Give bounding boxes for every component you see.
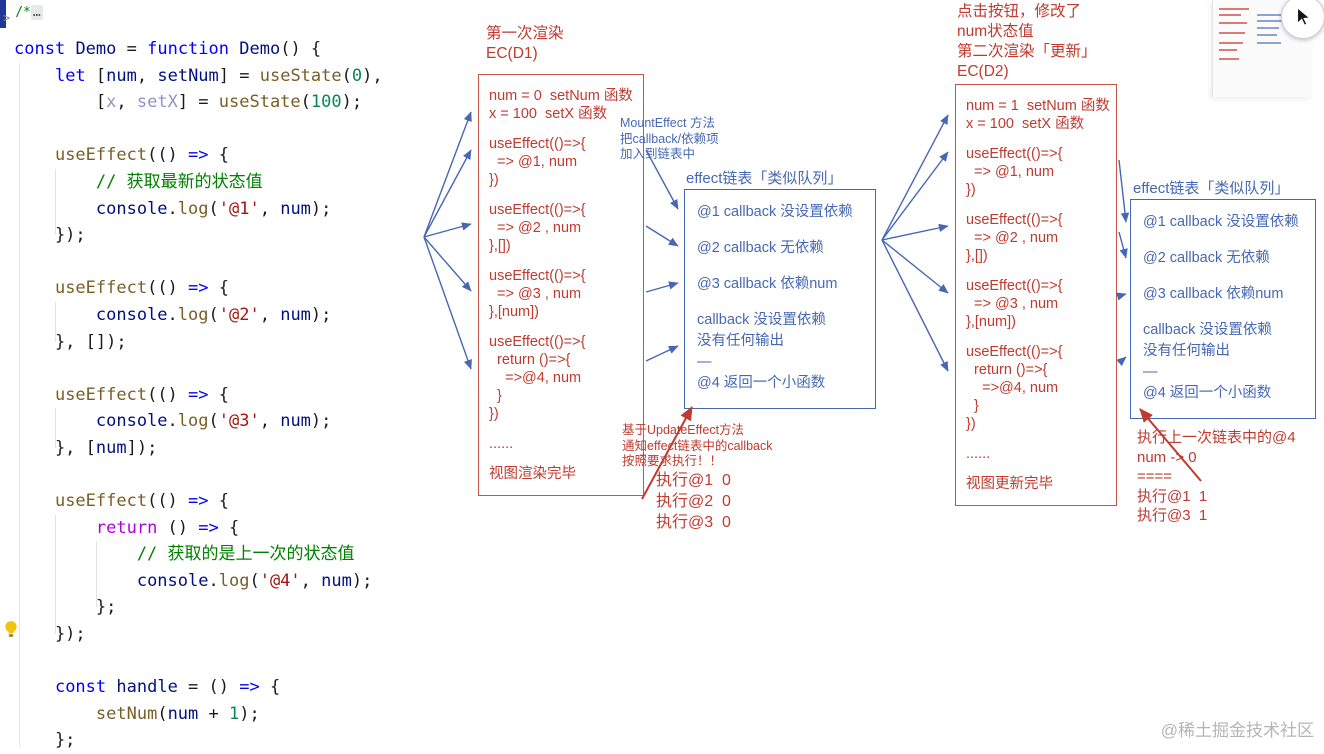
fold-chevron-icon[interactable]: > xyxy=(3,11,11,26)
code-editor[interactable]: const Demo = function Demo() { let [num,… xyxy=(14,39,383,751)
effect-list-second: @1 callback 没设置依赖@2 callback 无依赖@3 callb… xyxy=(1130,199,1316,419)
pointer-tool-button[interactable] xyxy=(1281,0,1324,39)
folded-region-row[interactable]: > /*… xyxy=(3,5,43,32)
effect-list-first: @1 callback 没设置依赖@2 callback 无依赖@3 callb… xyxy=(684,189,876,409)
cursor-arrow-icon xyxy=(1296,6,1312,26)
minimap-content xyxy=(1219,8,1283,60)
watermark: @稀土掘金技术社区 xyxy=(1160,721,1314,740)
effect-list-title-second: effect链表「类似队列」 xyxy=(1133,180,1290,197)
editor-corner-mark xyxy=(0,0,6,28)
folded-comment[interactable]: /*… xyxy=(15,5,43,20)
effect-list-title-first: effect链表「类似队列」 xyxy=(686,170,843,187)
quick-fix-lightbulb-icon[interactable] xyxy=(2,620,20,638)
mount-effect-note: MountEffect 方法把callback/依赖项加入到链表中 xyxy=(620,116,719,161)
